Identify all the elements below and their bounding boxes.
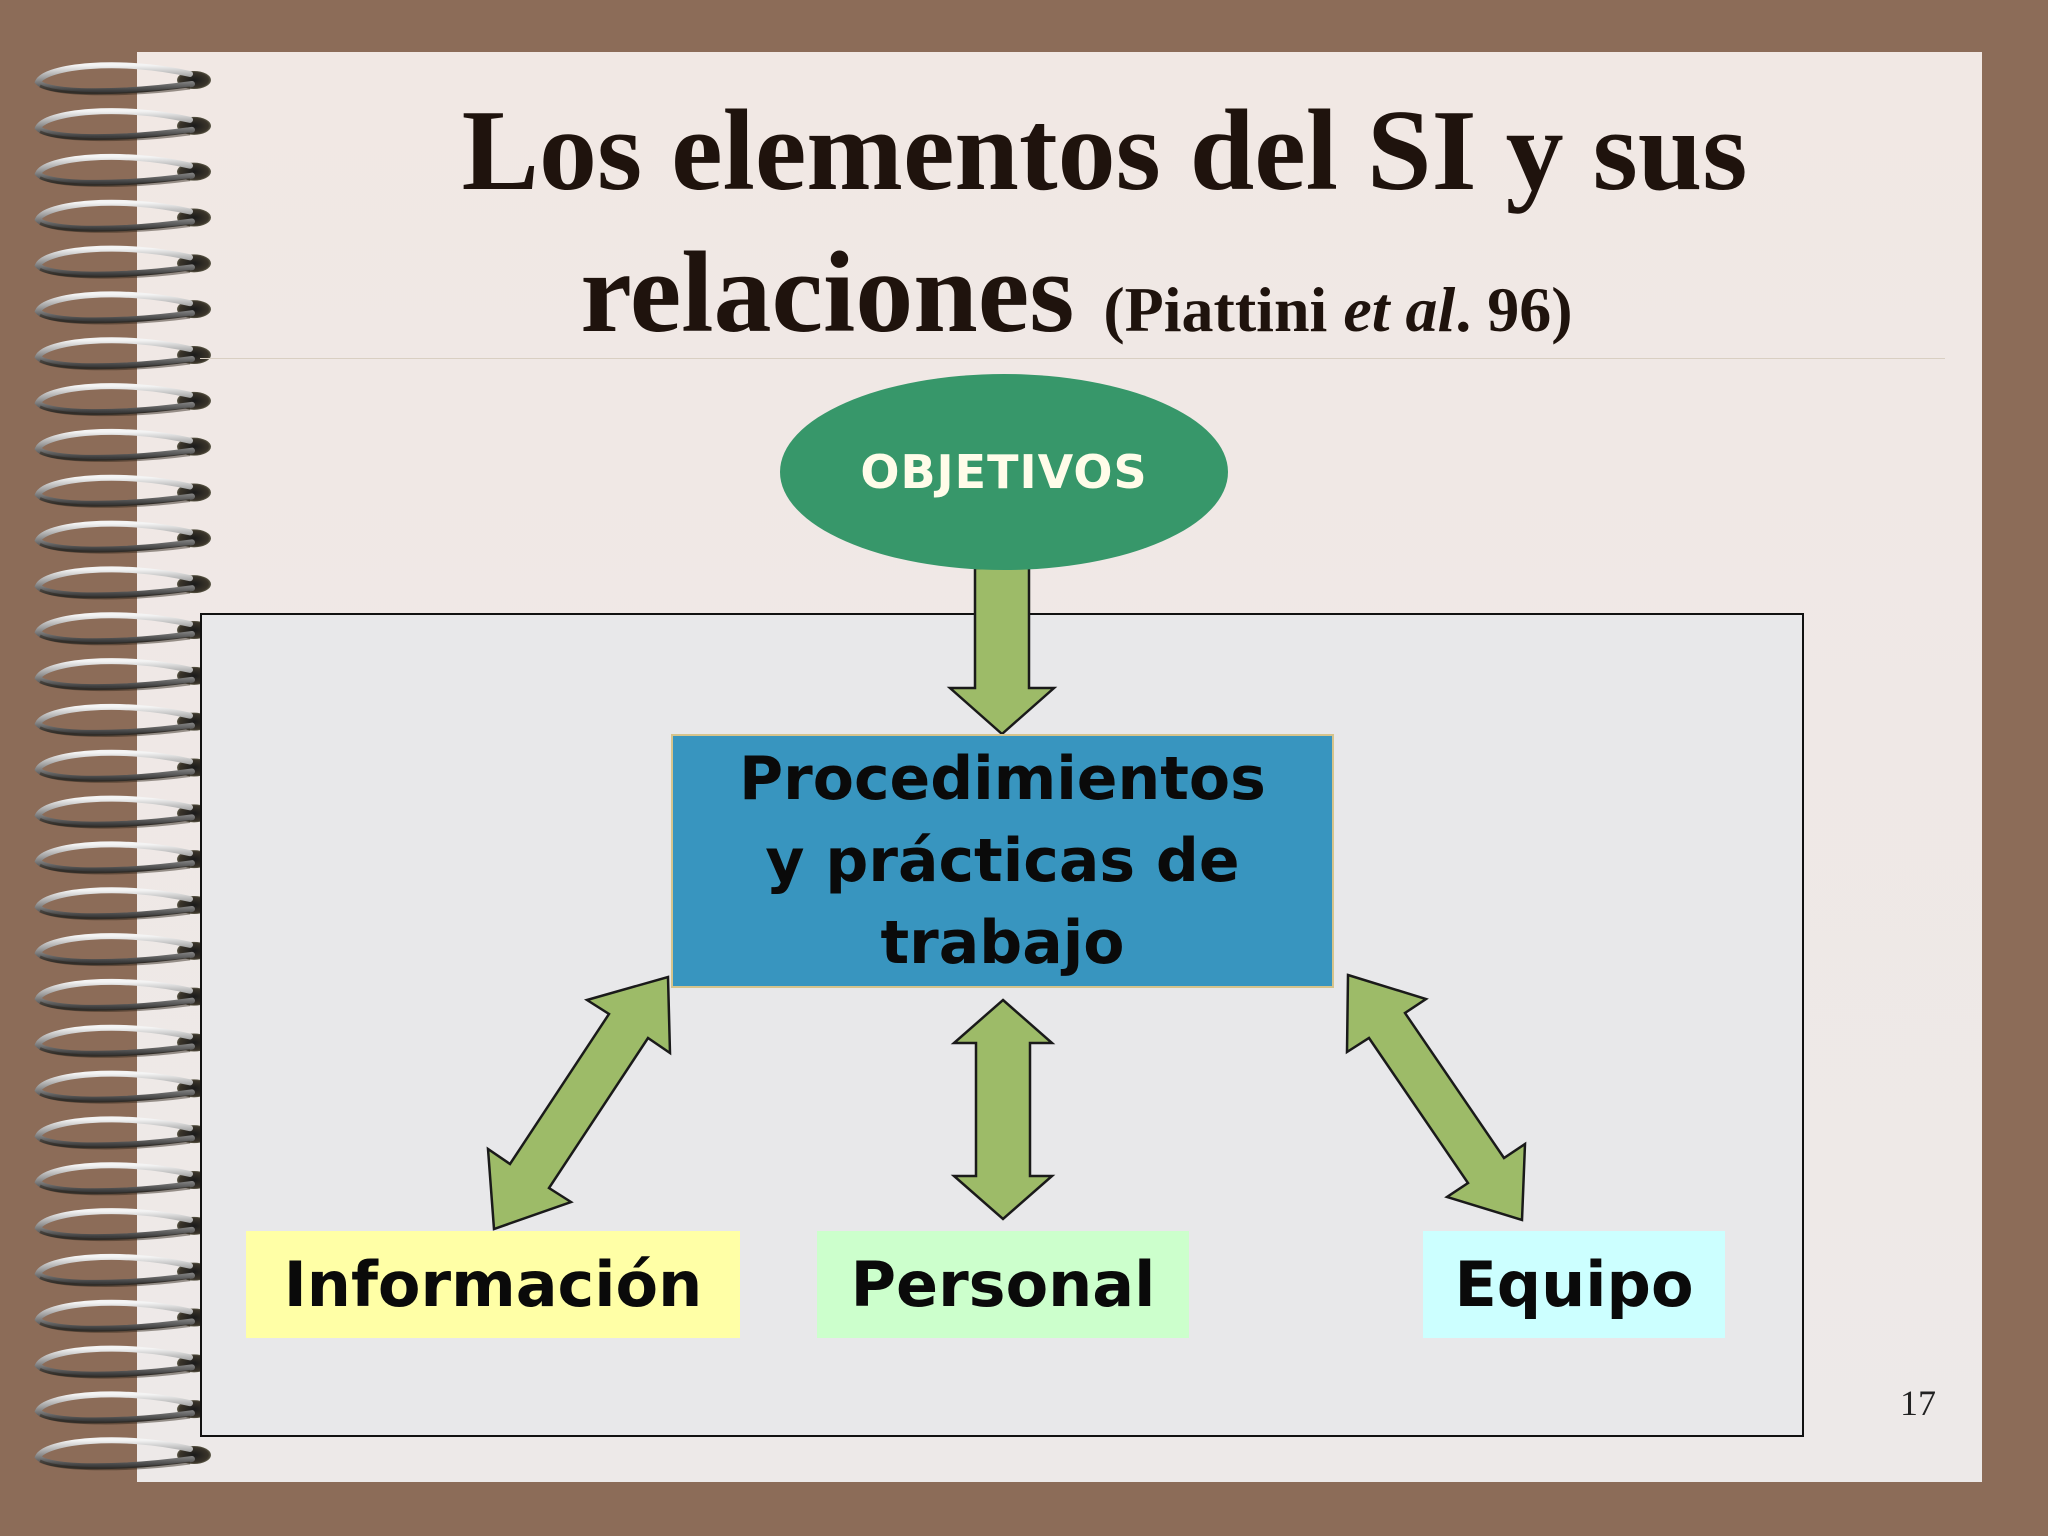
procedimientos-label: Procedimientos y prácticas de trabajo	[739, 744, 1266, 978]
title-line-2-wrap: relaciones (Piattini et al. 96)	[580, 229, 1572, 357]
spiral-ring	[34, 428, 211, 462]
spiral-ring	[34, 520, 211, 554]
title-line-1: Los elementos del SI y sus	[461, 87, 1748, 215]
informacion-node: Información	[246, 1231, 740, 1338]
spiral-ring	[34, 1437, 211, 1471]
arrow-objetivos-to-procedimientos	[946, 566, 1058, 736]
slide-title: Los elementos del SI y sus relaciones (P…	[137, 80, 2048, 381]
citation: (Piattini et al. 96)	[1103, 274, 1572, 345]
arrow-procedimientos-equipo	[1345, 973, 1527, 1222]
personal-node: Personal	[817, 1231, 1189, 1338]
arrow-procedimientos-informacion	[486, 975, 672, 1231]
objetivos-label: OBJETIVOS	[860, 445, 1148, 499]
personal-label: Personal	[850, 1248, 1156, 1321]
spiral-binding	[34, 62, 211, 1471]
spiral-ring	[34, 383, 211, 417]
citation-close: . 96)	[1455, 274, 1573, 345]
informacion-label: Información	[283, 1248, 703, 1321]
spiral-ring	[34, 1070, 211, 1104]
spiral-ring	[34, 474, 211, 508]
spiral-ring	[34, 62, 211, 96]
spiral-ring	[34, 291, 211, 325]
spiral-ring	[34, 108, 211, 142]
citation-open: (Piattini	[1103, 274, 1344, 345]
equipo-label: Equipo	[1454, 1248, 1694, 1321]
page-number: 17	[1900, 1383, 1936, 1423]
spiral-ring	[34, 245, 211, 279]
spiral-ring	[34, 153, 211, 187]
title-divider	[200, 358, 1945, 359]
arrow-procedimientos-personal	[950, 998, 1056, 1221]
citation-italic: et al	[1343, 274, 1456, 345]
spiral-ring	[34, 199, 211, 233]
procedimientos-node: Procedimientos y prácticas de trabajo	[671, 734, 1334, 988]
spiral-ring	[34, 703, 211, 737]
title-line-2: relaciones	[580, 229, 1075, 357]
objetivos-node: OBJETIVOS	[780, 374, 1228, 570]
equipo-node: Equipo	[1423, 1231, 1725, 1338]
spiral-ring	[34, 566, 211, 600]
spiral-ring	[34, 337, 211, 371]
